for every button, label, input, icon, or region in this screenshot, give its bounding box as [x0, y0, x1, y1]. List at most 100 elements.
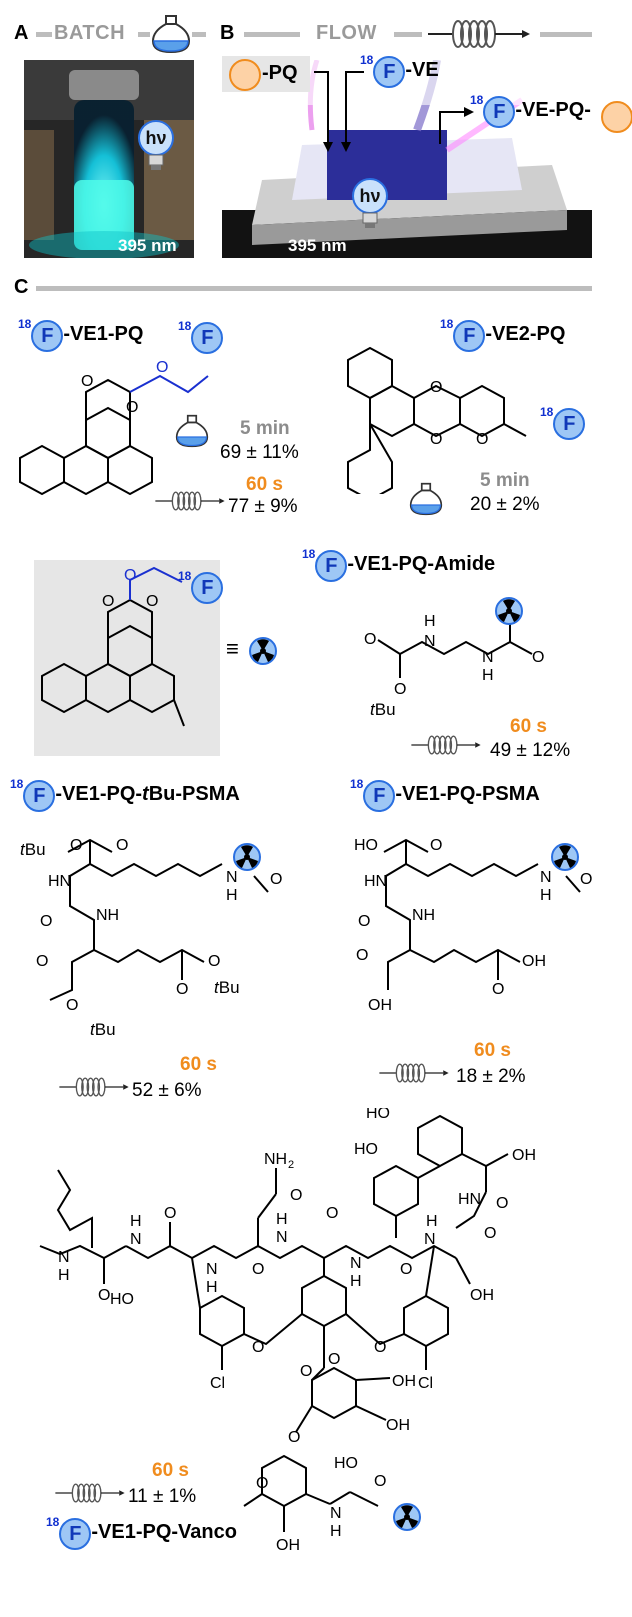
fluorine-badge: F	[191, 322, 224, 354]
wavelength-b: 395 nm	[288, 236, 347, 255]
fluorine-badge: F	[191, 572, 224, 604]
equivalence-sign: ≡	[226, 636, 239, 661]
oh-atom: OH	[276, 1537, 300, 1554]
fluorine-badge: F	[31, 320, 64, 352]
panel-b-rule-3	[540, 32, 592, 37]
h-atom: H	[226, 887, 238, 904]
isotope-label: 18	[46, 1515, 60, 1530]
compound-2-batch-yield: 20 ± 2%	[470, 494, 540, 515]
o-atom: O	[116, 837, 128, 854]
tbu-bu: Bu	[24, 840, 46, 859]
nh-atom: NH	[96, 907, 119, 924]
radioactive-icon	[233, 843, 261, 871]
tbu-bu: Bu	[374, 700, 396, 719]
light-bulb-icon-b	[352, 178, 388, 228]
radioactive-icon	[495, 597, 523, 625]
fluorine-badge: F	[453, 320, 486, 352]
tbu-label-3: tBu	[370, 700, 396, 720]
hn-atom: N	[58, 1249, 70, 1266]
n-atom: N	[226, 869, 238, 886]
compound-1-batch-yield: 69 ± 11%	[220, 442, 299, 463]
o-atom: O	[66, 997, 78, 1014]
ho-atom: HO	[354, 837, 378, 854]
o-atom: O	[374, 1339, 386, 1356]
compound-6-structure: N H H N O O HO N H NH 2 O O H N O N H O …	[39, 1108, 536, 1554]
h-atom: H	[130, 1213, 142, 1230]
tbu-t: t	[90, 1020, 95, 1039]
fluorine-badge: F	[553, 408, 586, 440]
isotope-label: 18	[360, 53, 374, 68]
panel-c-letter: C	[14, 276, 29, 298]
h-atom: H	[540, 887, 552, 904]
n-atom: N	[276, 1229, 288, 1246]
oh-atom: OH	[492, 1108, 516, 1110]
tbu-t: t	[370, 700, 375, 719]
compound-1-f-badge: 18F	[178, 319, 224, 354]
compound-4-name-post: Bu-PSMA	[148, 783, 240, 806]
isotope-label: 18	[540, 405, 554, 420]
o-atom: O	[430, 837, 442, 854]
compound-6-flow-time: 60 s	[152, 1460, 189, 1481]
o-atom: O	[102, 593, 114, 610]
batch-photo	[24, 60, 194, 258]
ve-input-label: 18F-VE	[360, 53, 439, 88]
fluorine-badge: F	[23, 780, 56, 812]
flask-icon	[175, 414, 209, 448]
compound-6-flow-yield: 11 ± 1%	[128, 1486, 197, 1507]
o-atom: O	[252, 1339, 264, 1356]
flask-icon	[151, 15, 191, 54]
compound-6-title: 18F-VE1-PQ-Vanco	[46, 1515, 237, 1550]
compound-4-title: 18F-VE1-PQ-tBu-PSMA	[10, 777, 240, 812]
compound-1-flow-yield: 77 ± 9%	[228, 496, 298, 517]
flow-reactor-icon	[155, 491, 225, 511]
h-atom: H	[424, 613, 436, 630]
oh-atom: OH	[470, 1287, 494, 1304]
panel-c-rule	[36, 286, 592, 291]
compound-5-structure: HO O HN NH O O OH O OH N H O	[354, 837, 592, 1014]
flow-reactor-icon	[59, 1077, 129, 1097]
tbu-bu: Bu	[94, 1020, 116, 1039]
o-atom: O	[208, 953, 220, 970]
hn-atom: HN	[458, 1191, 481, 1208]
o-atom: O	[124, 567, 136, 584]
compound-5-flow-yield: 18 ± 2%	[456, 1066, 526, 1087]
o-atom: O	[81, 373, 93, 390]
pq-input-label: -PQ	[262, 62, 298, 84]
panel-a-label: BATCH	[54, 22, 126, 44]
o-atom: O	[394, 681, 406, 698]
h-atom: H	[426, 1213, 438, 1230]
compound-2-structure: O O O	[347, 346, 527, 494]
o-atom: O	[290, 1187, 302, 1204]
h-atom: H	[482, 667, 494, 684]
n-atom: N	[206, 1261, 218, 1278]
tbu-label-4c: tBu	[90, 1020, 116, 1040]
n-atom: N	[330, 1505, 342, 1522]
o-atom: O	[326, 1205, 338, 1222]
o-atom: O	[532, 649, 544, 666]
oh-atom: OH	[368, 997, 392, 1014]
ho-atom: HO	[110, 1291, 134, 1308]
hv-label-a: hν	[145, 128, 167, 148]
cl-atom: Cl	[418, 1375, 433, 1392]
o-atom: O	[492, 981, 504, 998]
isotope-label: 18	[10, 777, 24, 792]
product-label: -VE-PQ-	[515, 99, 591, 122]
tbu-t: t	[20, 840, 25, 859]
radioactive-icon	[551, 843, 579, 871]
oh-atom: OH	[386, 1417, 410, 1434]
n-atom: N	[130, 1231, 142, 1248]
panel-b-rule-1	[244, 32, 300, 37]
o-atom: O	[364, 631, 376, 648]
o-atom: O	[328, 1351, 340, 1368]
ho-atom: HO	[354, 1141, 378, 1158]
tbu-label-4a: tBu	[20, 840, 46, 860]
o-atom: O	[40, 913, 52, 930]
compound-3-flow-yield: 49 ± 12%	[490, 740, 571, 761]
o-atom: O	[400, 1261, 412, 1278]
panel-b-label: FLOW	[316, 22, 377, 44]
n-atom: N	[540, 869, 552, 886]
n-atom: N	[424, 633, 436, 650]
compound-4-structure: O O HN NH O O O O O N H O	[36, 837, 282, 1014]
flow-arrows	[314, 71, 474, 152]
o-atom: O	[176, 981, 188, 998]
